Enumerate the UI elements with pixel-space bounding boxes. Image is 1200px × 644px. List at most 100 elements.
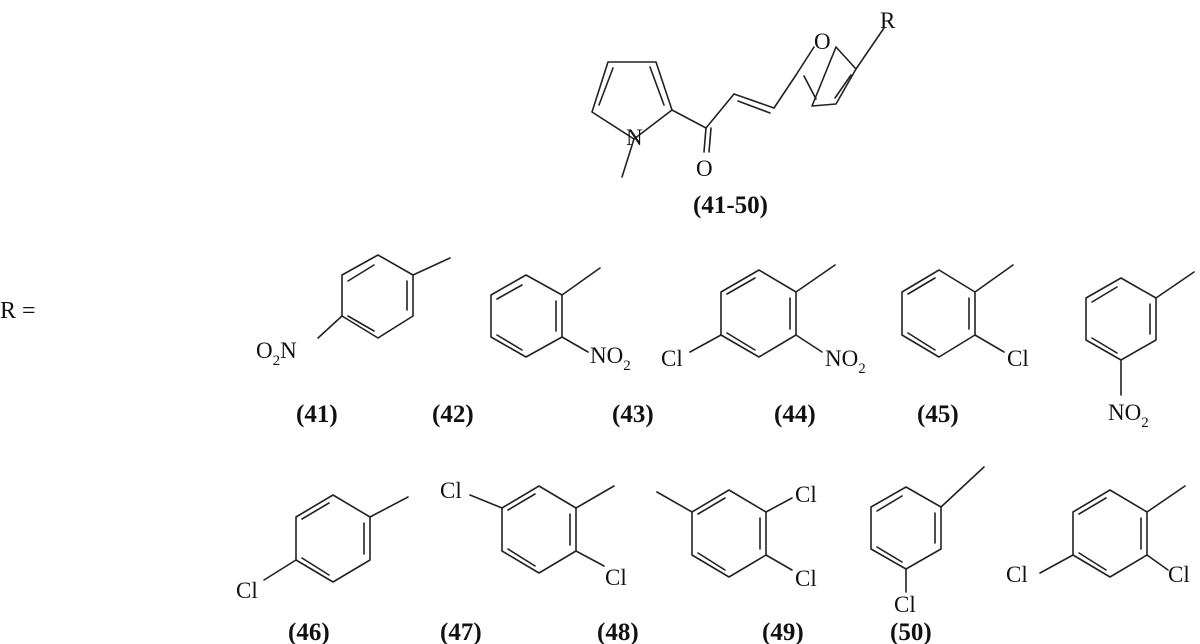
compound-label-45: (45) <box>917 401 959 428</box>
attachment-bond <box>412 257 451 276</box>
chloro-bond <box>689 334 722 353</box>
nitro-group: NO2 <box>825 346 866 377</box>
chloro-bond-1 <box>469 494 503 509</box>
aromatic-double-bond <box>726 277 756 295</box>
aromatic-double-bond <box>697 552 726 571</box>
compound-label-44: (44) <box>774 401 816 428</box>
scaffold-label: (41-50) <box>693 192 768 219</box>
nitro-bond <box>795 334 823 353</box>
benzene-ring <box>295 494 371 583</box>
substituent-45: NO2 <box>1085 271 1195 431</box>
compound-label-41: (41) <box>296 401 338 428</box>
benzene-ring <box>720 269 797 358</box>
aromatic-double-bond <box>876 495 903 512</box>
aromatic-double-bond <box>496 334 523 351</box>
attachment-bond <box>369 496 409 518</box>
substituent-44: Cl <box>901 264 1029 371</box>
furan-double-bond-2 <box>834 74 852 99</box>
substituent-43: Cl NO2 <box>661 264 866 377</box>
aromatic-double-bond <box>301 557 330 576</box>
aromatic-double-bond <box>301 502 330 520</box>
benzene-ring <box>341 254 414 339</box>
aromatic-double-bond <box>347 315 375 332</box>
benzene-ring <box>1072 489 1148 578</box>
chloro-group-2: Cl <box>605 565 627 590</box>
chloro-group-2: Cl <box>1168 562 1190 587</box>
compound-label-50: (50) <box>890 619 932 644</box>
benzene-ring <box>870 486 942 570</box>
chloro-group-1: Cl <box>795 482 817 507</box>
aromatic-double-bond <box>726 332 756 351</box>
aromatic-double-bond <box>347 264 375 282</box>
pyrrole-nitrogen: N <box>626 125 643 150</box>
nitro-group: O2N <box>256 338 297 369</box>
nitro-bond <box>561 336 589 353</box>
benzene-ring <box>1085 277 1157 361</box>
aromatic-double-bond <box>507 493 536 511</box>
furan-double-bond-1 <box>803 75 817 100</box>
chloro-group-2: Cl <box>795 566 817 591</box>
substituent-47: Cl Cl <box>440 478 627 590</box>
benzene-ring <box>691 489 767 578</box>
pyrrole-ring <box>591 61 673 140</box>
chloro-group-1: Cl <box>1006 562 1028 587</box>
pyrrole-carbonyl-bond <box>671 109 707 129</box>
r-group-marker: R <box>880 8 896 33</box>
attachment-bond <box>1155 271 1195 299</box>
compound-label-42: (42) <box>432 401 474 428</box>
attachment-bond <box>1146 485 1186 513</box>
compound-label-48: (48) <box>597 619 639 644</box>
chloro-bond-2 <box>1146 554 1169 571</box>
vinyl-bond-b <box>737 100 771 114</box>
compound-label-43: (43) <box>612 401 654 428</box>
nitro-group: NO2 <box>1108 400 1149 431</box>
substituent-50: Cl Cl <box>1006 485 1190 587</box>
chloro-group: Cl <box>894 592 916 617</box>
chloro-group: Cl <box>1007 346 1029 371</box>
chloro-bond-1 <box>1039 554 1074 574</box>
vinyl-bond-a <box>733 93 775 109</box>
aromatic-double-bond <box>507 548 536 567</box>
substituent-46: Cl <box>236 494 409 603</box>
benzene-ring <box>501 485 577 574</box>
carbonyl-oxygen: O <box>696 156 713 181</box>
attachment-bond <box>795 264 836 293</box>
aromatic-double-bond <box>697 497 726 515</box>
pyrrole-double-bond-1 <box>598 67 614 106</box>
chloro-bond-2 <box>575 550 605 567</box>
n-methyl-bond <box>621 138 635 178</box>
attachment-bond <box>974 264 1014 293</box>
aromatic-double-bond <box>496 284 523 300</box>
nitro-group: NO2 <box>590 343 631 374</box>
carbonyl-bond-b <box>708 127 712 153</box>
furan-r-bond <box>855 27 885 70</box>
nitro-bond <box>317 315 343 339</box>
compound-label-46: (46) <box>288 619 330 644</box>
compound-label-49: (49) <box>762 619 804 644</box>
chloro-bond <box>263 559 297 581</box>
aromatic-double-bond <box>1078 497 1107 515</box>
r-equals-label: R = <box>0 298 36 324</box>
furan-ring <box>795 46 857 107</box>
aromatic-double-bond <box>1091 286 1118 303</box>
chloro-bond-2 <box>765 554 793 571</box>
chloro-bond-1 <box>765 497 793 513</box>
chloro-group: Cl <box>236 578 258 603</box>
aromatic-double-bond <box>876 546 903 563</box>
aromatic-double-bond <box>1091 337 1118 354</box>
attachment-bond <box>561 267 601 296</box>
scaffold-structure: O N O R (41-50) <box>591 8 896 219</box>
benzene-ring <box>490 274 563 358</box>
vinyl-furan-bond <box>773 74 797 109</box>
aromatic-double-bond <box>1078 552 1107 571</box>
substituent-49: Cl <box>870 466 985 617</box>
chloro-group: Cl <box>661 346 683 371</box>
substituent-41: O2N <box>256 254 451 369</box>
benzene-ring <box>901 269 976 358</box>
attachment-bond <box>656 491 693 513</box>
attachment-bond <box>940 466 985 508</box>
aromatic-double-bond <box>907 277 936 295</box>
furan-oxygen: O <box>814 29 831 54</box>
aromatic-double-bond <box>907 332 936 351</box>
